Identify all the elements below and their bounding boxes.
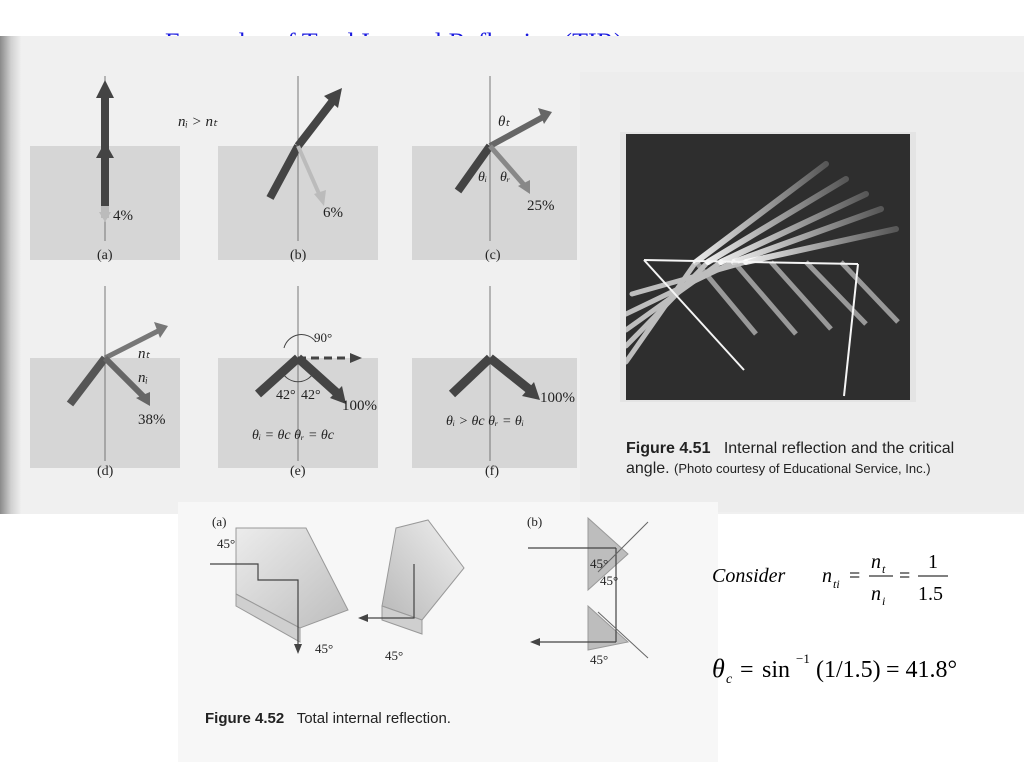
consider-label: Consider [712,565,786,587]
fraction-onepointfive: 1.5 [918,583,943,605]
figure-4-52-label-b: (b) [527,514,543,529]
panel-c-rays [454,108,552,194]
angle-45-a1: 45° [217,536,236,551]
figure-4-51-number: Figure 4.51 [626,440,711,457]
equals-3: = [740,657,754,683]
theta-subscript: c [726,672,733,687]
numerator-n: n [871,551,881,573]
sin-argument: (1/1.5) [816,657,881,683]
fraction-one: 1 [928,551,938,573]
figure-4-51-caption: Figure 4.51 Internal reflection and the … [626,440,1024,478]
equals-2: = [899,565,910,587]
angle-42-right: 42° [301,388,321,403]
panel-d-letter: (d) [97,464,114,479]
figure-4-52-number: Figure 4.52 [205,710,285,727]
figure-4-51-credit: (Photo courtesy of Educational Service, … [674,461,931,476]
denominator-n: n [871,583,881,605]
panel-d-percent: 38% [138,412,166,428]
panel-d-rays [66,322,168,407]
n-i-label: nᵢ [138,370,148,386]
angle-45-a1-bottom: 45° [315,641,334,656]
ni-gt-nt-label: nᵢ > nₜ [178,114,218,130]
panel-f-rays [448,354,540,400]
panel-c-percent: 25% [527,198,555,214]
panel-e-rays [254,334,362,404]
critical-angle-result: = 41.8° [886,657,957,683]
figure-4-52-caption: Figure 4.52 Total internal reflection. [205,710,451,727]
panel-f-letter: (f) [485,464,499,479]
panel-a-rays [96,80,114,222]
n-ti-symbol: n [822,565,832,587]
denominator-sub: i [882,594,885,608]
angle-45-b1: 45° [590,556,609,571]
panel-f-condition: θᵢ > θc θᵣ = θᵢ [446,414,524,429]
n-t-label: nₜ [138,346,150,362]
figure-4-51-text2: angle. [626,460,670,477]
water-region-c [412,146,577,260]
panel-e-condition: θᵢ = θc θᵣ = θc [252,428,334,443]
sin-label: sin [762,657,790,683]
panel-e-percent: 100% [342,398,377,414]
figure-4-51-text: Internal reflection and the critical [723,440,955,457]
figure-4-52-prisms [178,502,718,762]
panel-c-letter: (c) [485,248,501,263]
refractive-index-ratio-equation: Consider n ti = n t n i = 1 1.5 [712,551,948,608]
water-region-f [412,358,577,468]
figure-4-52-label-a: (a) [212,514,227,529]
panel-a-letter: (a) [97,248,113,263]
angle-42-left: 42° [276,388,296,403]
angle-45-b3: 45° [590,652,609,667]
n-ti-subscript: ti [833,577,840,591]
critical-angle-equation: θ c = sin −1 (1/1.5) = 41.8° [712,651,957,687]
angle-45-a2: 45° [385,648,404,663]
theta-i-label: θᵢ [478,170,488,185]
sin-exponent: −1 [796,651,810,666]
figure-4-52-text: Total internal reflection. [296,710,451,727]
theta-t-label: θₜ [498,114,510,130]
panel-e-letter: (e) [290,464,306,479]
internal-reflection-photo [626,134,910,400]
equals-1: = [849,565,860,587]
angle-90-label: 90° [314,330,333,345]
angle-45-b2: 45° [600,573,619,588]
theta-r-label: θᵣ [500,170,511,185]
panel-a-percent: 4% [113,208,133,224]
panel-b-percent: 6% [323,205,343,221]
panel-b-letter: (b) [290,248,307,263]
theta-symbol: θ [712,654,725,683]
panel-b-rays [266,88,342,206]
numerator-sub: t [882,562,886,576]
panel-f-percent: 100% [540,390,575,406]
